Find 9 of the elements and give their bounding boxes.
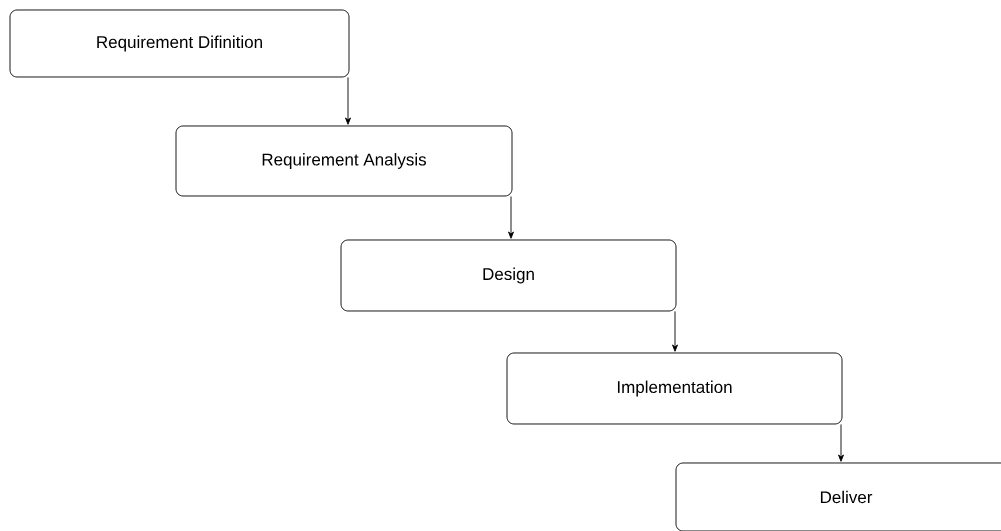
- process-box: Deliver: [675, 462, 1001, 531]
- process-box: Design: [340, 239, 677, 312]
- process-box: Requirement Difinition: [9, 9, 350, 78]
- arrow: [508, 196, 514, 239]
- process-box: Implementation: [506, 352, 843, 425]
- arrow: [838, 424, 844, 462]
- arrow: [345, 77, 351, 125]
- process-box: Requirement Analysis: [175, 125, 513, 197]
- arrow: [672, 311, 678, 352]
